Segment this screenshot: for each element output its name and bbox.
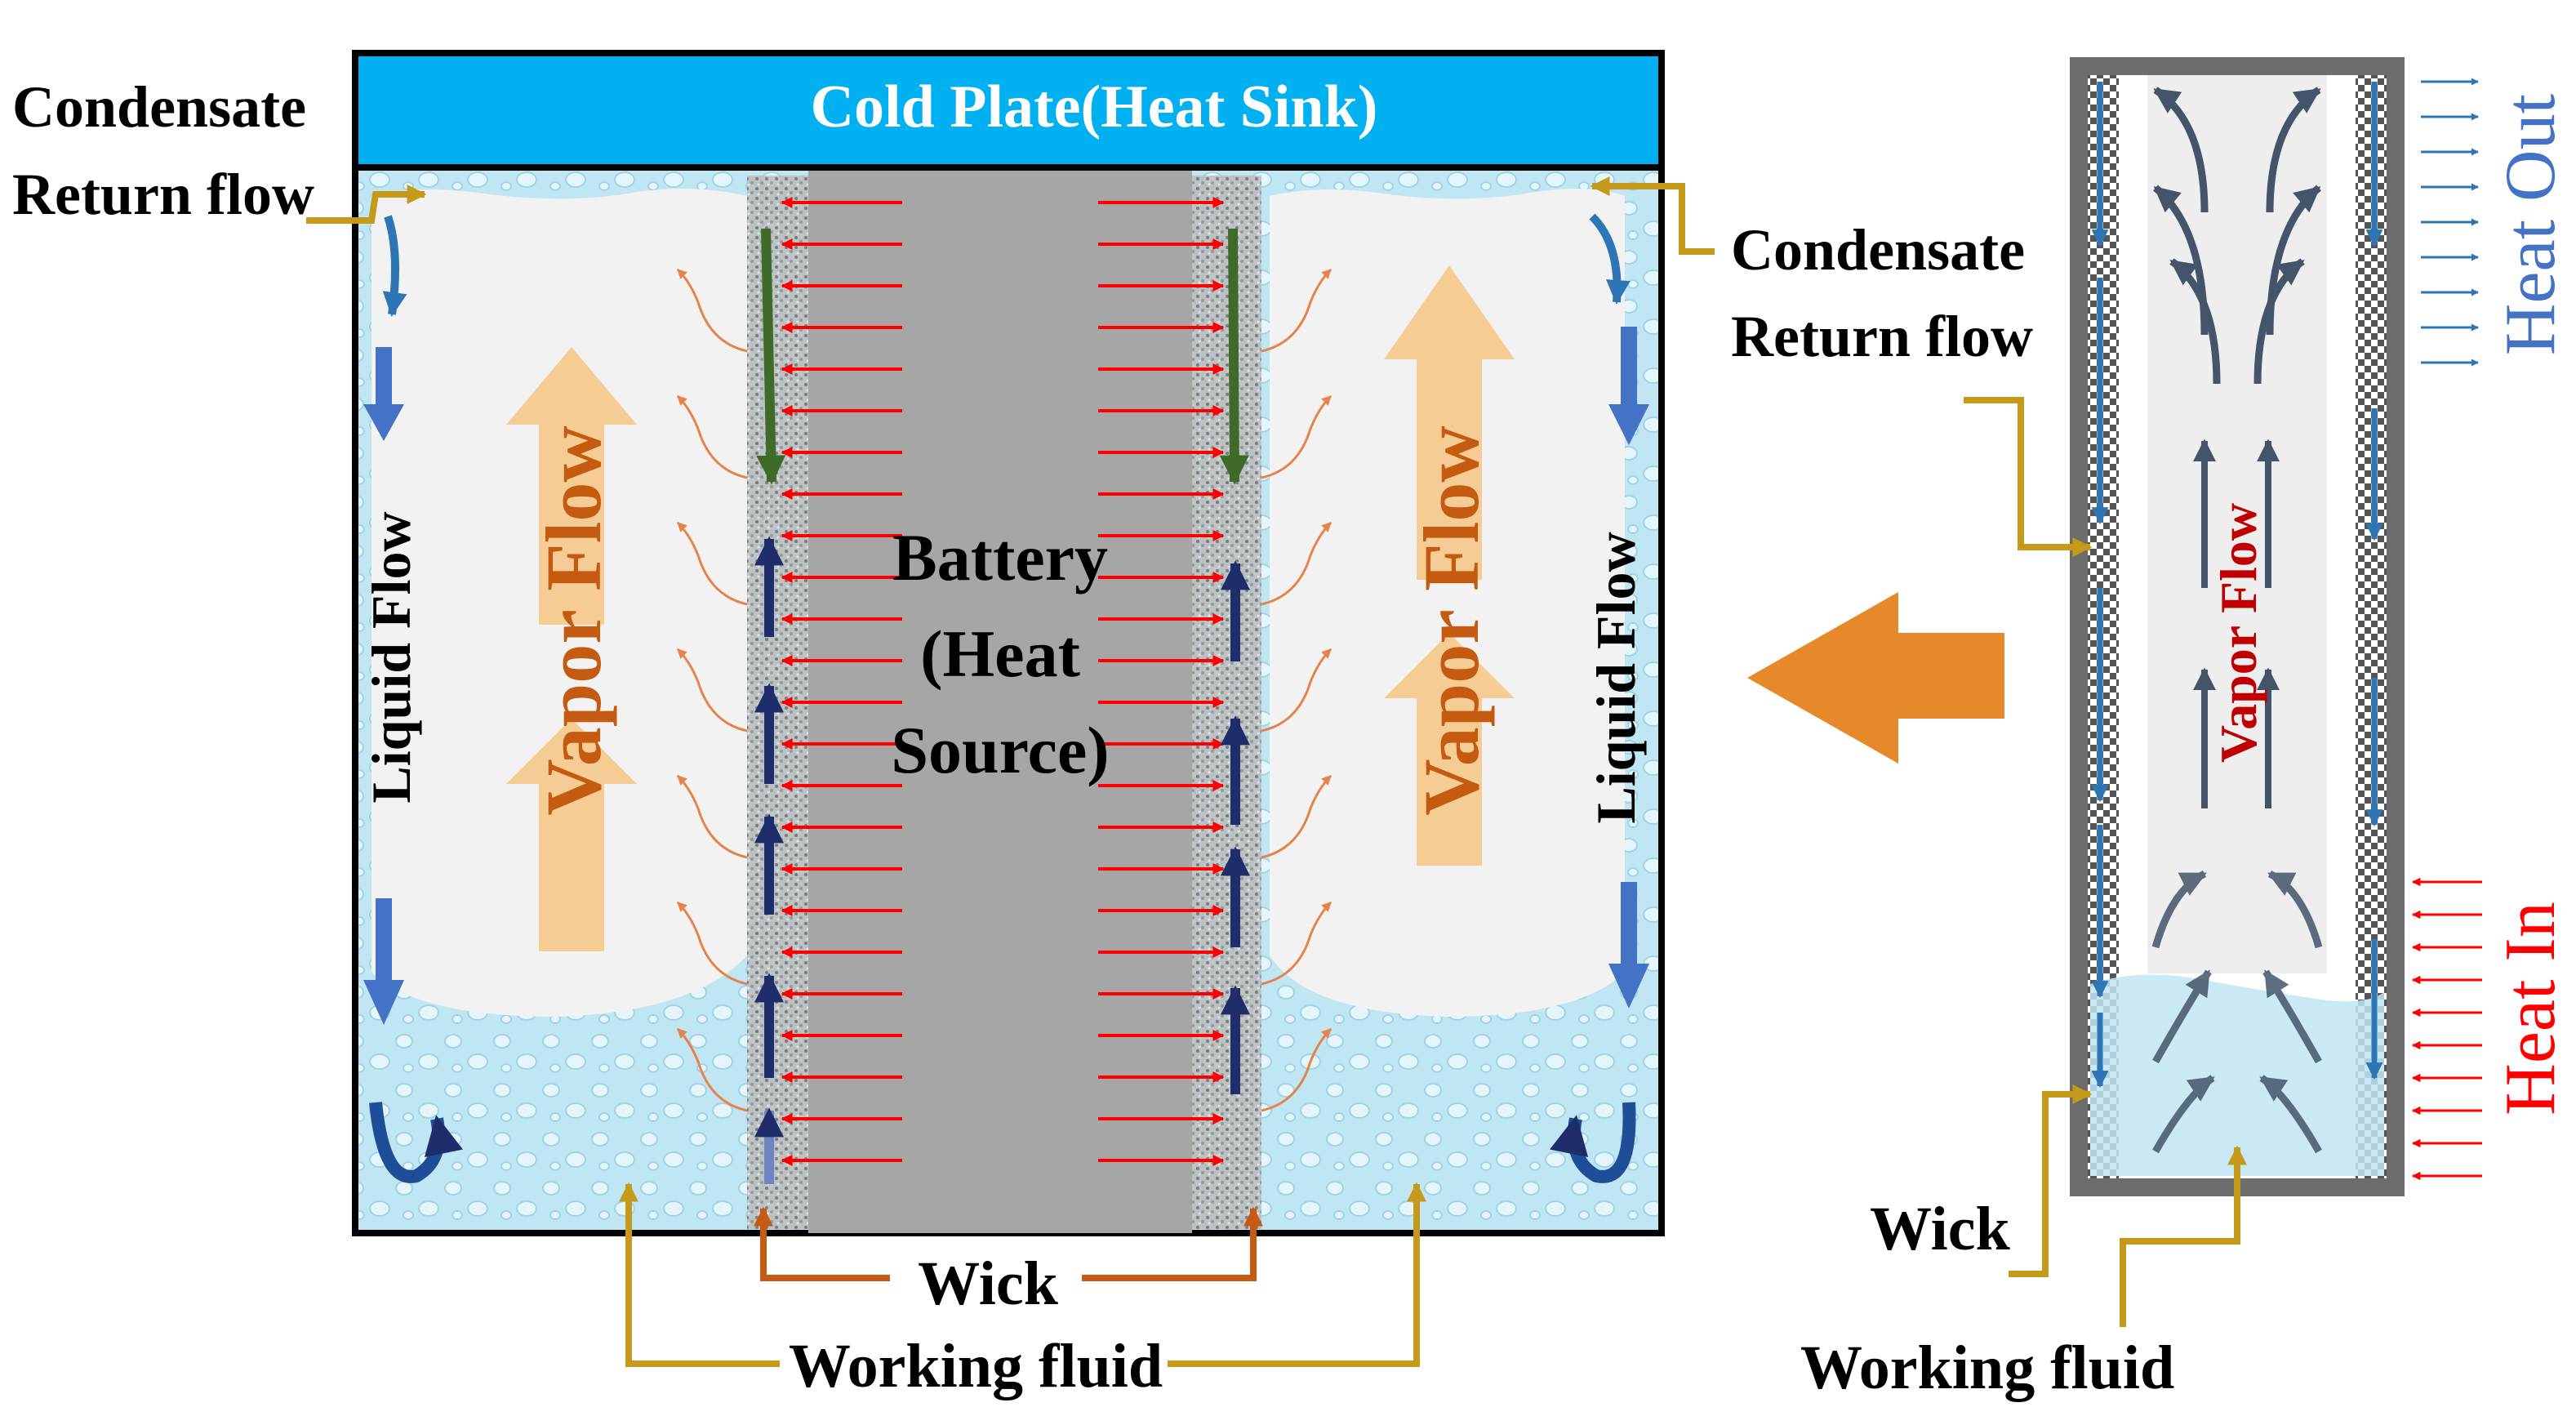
evaporation-arrow [676, 268, 748, 353]
pipe-vapor-up-arrows [2193, 439, 2280, 808]
working-fluid-leader-line-left [619, 1182, 780, 1367]
cold-plate-label: Cold Plate(Heat Sink) [811, 73, 1378, 140]
evaporation-arrow [1261, 901, 1332, 986]
evaporation-arrow [1261, 394, 1332, 479]
vapor-flow-arrows-left [506, 347, 637, 951]
heat-out-arrows [2421, 78, 2479, 367]
pipe-vapor-curve-arrow [2151, 870, 2207, 949]
evaporation-arrow [676, 774, 748, 859]
condensate-label-right-1: Condensate [1731, 217, 2025, 283]
liquid-flow-label-left: Liquid Flow [360, 511, 422, 803]
evaporation-arrows-right [1261, 268, 1332, 1112]
battery-block [808, 167, 1192, 1233]
evaporation-arrow [1261, 268, 1332, 353]
pipe-vapor-curve-arrow [2262, 969, 2322, 1064]
left-heat-pipe-assembly: Cold Plate(Heat Sink) Battery (Heat Sour… [12, 50, 2033, 1401]
pipe-wick-label: Wick [1870, 1195, 2010, 1263]
evaporation-arrow [1261, 1027, 1332, 1112]
pipe-wick-leader-line [2009, 1084, 2093, 1277]
condensate-leader-left: Condensate Return flow [12, 74, 427, 227]
liquid-down-arrow-right-bottom [1608, 882, 1649, 1009]
liquid-flow-arrows-left [363, 215, 463, 1183]
direction-arrow [1747, 592, 2004, 764]
condensate-label-right-2: Return flow [1731, 304, 2033, 369]
liquid-down-arrow-right-top [1608, 327, 1649, 445]
battery-label-line-1: Battery [892, 520, 1108, 594]
vapor-flow-arrow-left-upper [506, 347, 637, 625]
wick-leader-left-assembly: Wick [754, 1206, 1263, 1318]
evaporation-arrow [1261, 521, 1332, 606]
pipe-vapor-curve-arrows [2151, 87, 2323, 1154]
working-fluid-label-left-assembly: Working fluid [789, 1332, 1163, 1401]
pipe-vapor-curve-arrow [2266, 87, 2321, 213]
liquid-flow-label-right: Liquid Flow [1585, 532, 1647, 823]
vapor-flow-arrow-left-lower [506, 719, 637, 951]
evaporation-arrows-left [676, 268, 748, 1112]
liquid-down-arrow-left-top [363, 347, 404, 441]
pipe-working-fluid [2090, 974, 2384, 1176]
pipe-vapor-curve-arrow [2152, 1075, 2215, 1154]
liquid-flow-arrows-right [1550, 213, 1649, 1183]
liquid-down-arrow-left-bottom [363, 898, 404, 1025]
condensate-leader-line-left [306, 185, 427, 224]
pipe-vapor-curve-arrow [2153, 87, 2209, 213]
heat-in-arrows [2411, 877, 2482, 1181]
pipe-vapor-curve-arrow [2259, 1075, 2322, 1154]
return-loop-arrow-right [1550, 1102, 1636, 1183]
cold-plate [352, 50, 1665, 171]
pipe-liquid-down-arrows [2091, 82, 2383, 1089]
condensate-label-left-1: Condensate [12, 74, 306, 140]
vapor-flow-label-right: Vapor Flow [1408, 425, 1495, 815]
condensate-curl-arrow-right [1589, 213, 1631, 305]
pipe-vapor-core [2147, 75, 2327, 973]
pipe-vapor-curve-arrow [2267, 870, 2323, 949]
heat-flux-arrows-right [1098, 197, 1225, 1166]
vapor-flow-arrow-right-upper [1384, 265, 1515, 580]
pipe-working-fluid-label: Working fluid [1800, 1334, 2174, 1402]
pipe-vapor-curve-arrow [2169, 258, 2221, 385]
evaporation-arrow [1261, 648, 1332, 733]
wick-label-left-assembly: Wick [918, 1249, 1058, 1318]
battery-label: Battery (Heat Source) [891, 520, 1109, 787]
condensate-curl-arrow-left [382, 215, 407, 317]
pipe-vapor-flow-label: Vapor Flow [2209, 503, 2267, 763]
heat-out-label: Heat Out [2491, 94, 2570, 355]
vapor-flow-arrow-right-lower [1384, 633, 1515, 866]
battery-label-line-3: Source) [891, 713, 1109, 787]
pipe-wick-leader: Wick [1870, 1084, 2093, 1277]
condensate-down-arrow-left [756, 228, 786, 485]
condensate-down-arrow-right [1219, 228, 1249, 485]
evaporation-arrow [676, 1027, 748, 1112]
vapor-flow-arrows-right [1384, 265, 1515, 866]
wick-flow-arrows-left [754, 228, 786, 1184]
condensate-leader-line-right [1590, 176, 1715, 255]
vapor-chamber-right [1270, 189, 1625, 1017]
single-heat-pipe: Vapor Flow Heat Out Heat In Wick Working… [1800, 57, 2570, 1402]
working-fluid-leader-left-assembly: Working fluid [619, 1182, 1426, 1401]
condensate-leader-right: Condensate Return flow [1590, 176, 2033, 369]
wick-leader-line-right [1082, 1206, 1263, 1281]
pipe-working-fluid-leader-line [2120, 1145, 2247, 1327]
return-loop-arrow-left [369, 1102, 463, 1183]
heat-flux-arrows-left [781, 197, 902, 1166]
evaporation-arrow [676, 648, 748, 733]
evaporation-arrow [676, 901, 748, 986]
wick-leader-line-left [754, 1206, 890, 1281]
heat-in-label: Heat In [2491, 902, 2570, 1115]
pipe-vapor-curve-arrow [2253, 258, 2305, 385]
vapor-flow-label-left: Vapor Flow [530, 425, 617, 815]
pipe-vapor-curve-arrow [2152, 969, 2212, 1064]
pipe-condensate-leader-line [1964, 397, 2093, 557]
working-fluid-leader-line-right [1168, 1182, 1426, 1367]
evaporation-arrow [1261, 774, 1332, 859]
battery-label-line-2: (Heat [920, 617, 1080, 691]
condensate-label-left-2: Return flow [12, 162, 314, 227]
evaporation-arrow [676, 394, 748, 479]
pipe-working-fluid-leader: Working fluid [1800, 1145, 2247, 1402]
evaporation-arrow [676, 521, 748, 606]
wick-flow-arrows-right [1219, 228, 1250, 1094]
